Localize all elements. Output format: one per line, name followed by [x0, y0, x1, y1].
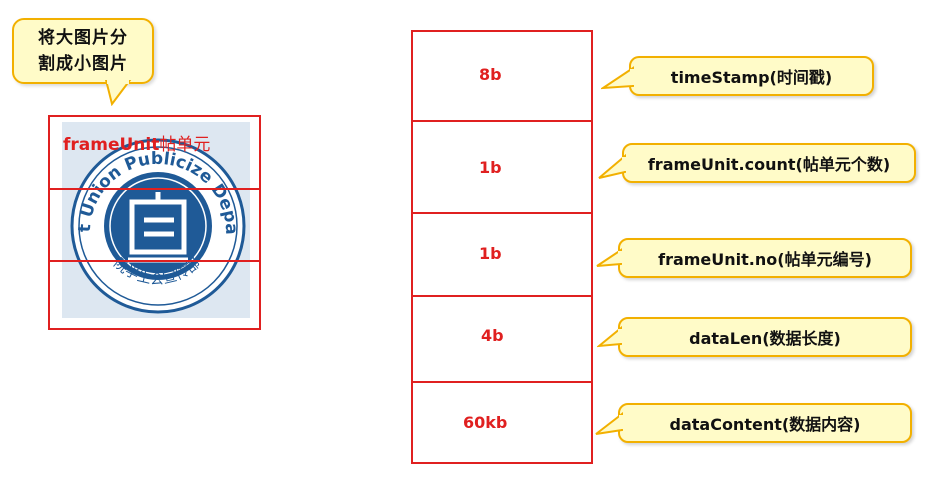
frame-structure-table: 8b 1b 1b 4b 60kb — [411, 30, 593, 464]
table-row-no: 1b — [413, 214, 591, 297]
callout-label: frameUnit.no(帖单元编号) — [658, 250, 872, 269]
frame-unit-label: frameUnit帖单元 — [63, 130, 210, 155]
table-cell-size: 60kb — [463, 413, 508, 432]
callout-data-content: dataContent(数据内容) — [618, 403, 912, 443]
table-cell-size: 4b — [481, 326, 504, 345]
table-cell-size: 1b — [479, 158, 502, 177]
callout-label: dataLen(数据长度) — [689, 329, 841, 348]
table-row-datacontent: 60kb — [413, 383, 591, 463]
callout-tail — [598, 153, 627, 179]
table-row-datalen: 4b — [413, 297, 591, 383]
frame-divider-1 — [48, 188, 261, 190]
logo-seal-icon: Student Union Publicize Department 院学生会宣… — [62, 122, 246, 314]
callout-tail — [596, 248, 623, 267]
table-cell-size: 1b — [479, 244, 502, 263]
table-row-timestamp: 8b — [413, 32, 591, 122]
speech-bubble-text: 将大图片分 割成小图片 — [28, 25, 138, 77]
callout-frame-unit-count: frameUnit.count(帖单元个数) — [622, 143, 916, 183]
callout-label: dataContent(数据内容) — [669, 415, 861, 434]
table-row-count: 1b — [413, 122, 591, 214]
callout-tail — [597, 325, 623, 348]
frame-divider-2 — [48, 260, 261, 262]
speech-bubble-line-1: 将大图片分 — [38, 28, 128, 48]
callout-timestamp: timeStamp(时间戳) — [629, 56, 874, 96]
speech-bubble-split-note: 将大图片分 割成小图片 — [12, 18, 154, 84]
speech-bubble-tail — [104, 80, 132, 106]
callout-tail — [595, 412, 624, 435]
frame-unit-label-en: frameUnit — [63, 135, 160, 155]
callout-data-len: dataLen(数据长度) — [618, 317, 912, 357]
speech-bubble-line-2: 割成小图片 — [38, 54, 128, 74]
frame-unit-label-cn: 帖单元 — [159, 135, 211, 155]
callout-label: timeStamp(时间戳) — [670, 68, 833, 87]
callout-label: frameUnit.count(帖单元个数) — [647, 155, 891, 174]
table-cell-size: 8b — [479, 65, 502, 84]
callout-frame-unit-no: frameUnit.no(帖单元编号) — [618, 238, 912, 278]
callout-tail — [601, 66, 635, 90]
